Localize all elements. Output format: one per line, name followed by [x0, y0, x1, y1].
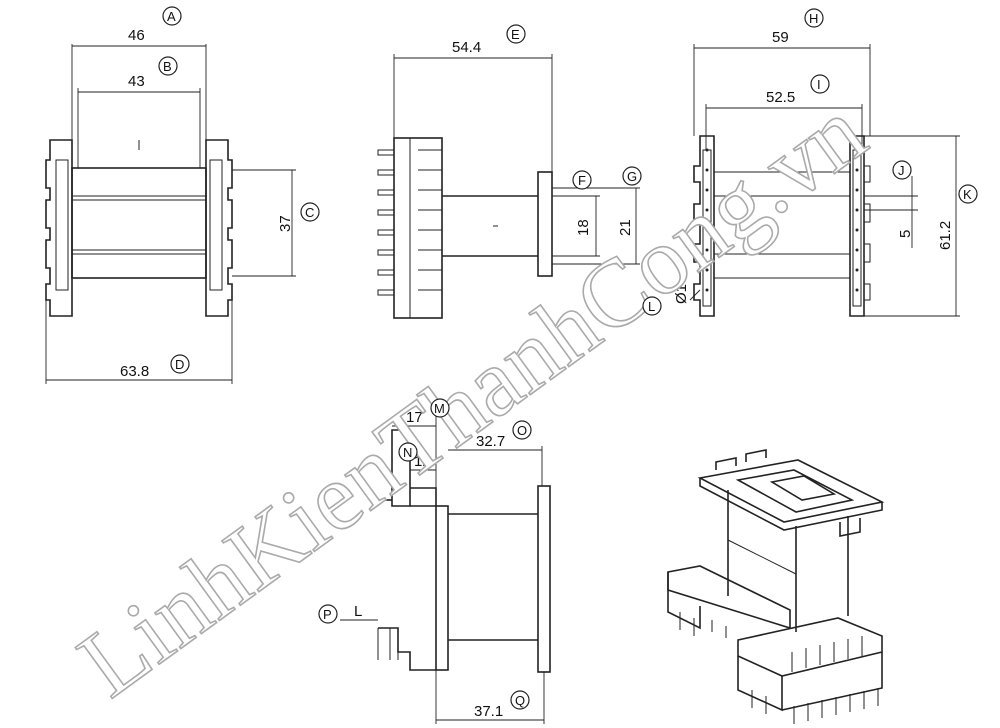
dimension-i: 52.5 [705, 89, 863, 150]
callout-q: Q [510, 690, 530, 710]
dimension-e: 54.4 [393, 39, 553, 172]
callout-p: P [318, 604, 338, 624]
side-pins [377, 149, 395, 296]
front-right-flange [205, 139, 233, 317]
bottom-flange [537, 485, 551, 673]
dimension-g-value: 21 [617, 219, 634, 236]
callout-f-letter: F [578, 173, 586, 188]
dimension-d-value: 63.8 [120, 363, 149, 380]
side-right-flange [537, 171, 553, 277]
callout-a-letter: A [167, 9, 176, 24]
callout-p-letter: P [323, 607, 332, 622]
callout-j-letter: J [898, 163, 905, 178]
callout-l: L [642, 296, 662, 316]
front-view [45, 139, 233, 317]
bottom-top-step [410, 487, 437, 507]
dimension-k: 61.2 [864, 135, 960, 317]
callout-c: C [300, 202, 320, 222]
dimension-f-value: 18 [575, 219, 592, 236]
dimension-p-value: L [354, 603, 362, 620]
callout-g: G [622, 166, 642, 186]
dimension-h: 59 [693, 29, 871, 136]
front-left-flange [45, 139, 73, 317]
pin-dots [705, 148, 859, 292]
iso-pins [679, 612, 879, 724]
callout-m: M [430, 398, 450, 418]
dimension-i-value: 52.5 [766, 89, 795, 106]
dimension-m: 17 [392, 409, 437, 488]
pin-side-view [693, 135, 871, 317]
callout-h-letter: H [809, 11, 818, 26]
dimension-o: 32.7 [448, 433, 543, 486]
dimension-q-value: 37.1 [474, 703, 503, 720]
dimension-m-value: 17 [406, 409, 423, 426]
callout-h: H [804, 8, 824, 28]
callout-j: J [892, 160, 912, 180]
callout-b: B [158, 56, 178, 76]
isometric-view [667, 449, 885, 724]
callout-b-letter: B [163, 59, 172, 74]
callout-q-letter: Q [515, 693, 525, 708]
callout-o: O [512, 420, 532, 440]
dimension-p: L [340, 603, 378, 621]
side-pin-header [393, 137, 443, 319]
dimension-h-value: 59 [772, 29, 789, 46]
dimension-d: 63.8 [45, 300, 233, 384]
pin-side-left-flange [693, 135, 715, 317]
callout-k-letter: K [963, 187, 972, 202]
dimension-l: Ø1 [673, 284, 701, 304]
dimension-k-value: 61.2 [937, 221, 954, 250]
dimension-c-value: 37 [277, 215, 294, 232]
watermark-text: LinhKienThanhCong.vn [59, 77, 883, 717]
iso-left-header [667, 565, 791, 630]
bottom-body [435, 505, 449, 671]
bottom-side-view [377, 429, 551, 673]
callout-c-letter: C [305, 205, 314, 220]
callout-e-letter: E [511, 27, 520, 42]
dimension-f: 18 [552, 195, 600, 257]
callout-d: D [170, 354, 190, 374]
callout-l-letter: L [648, 299, 655, 314]
callout-g-letter: G [627, 169, 637, 184]
callout-d-letter: D [175, 357, 184, 372]
dimension-n: 12 [410, 453, 436, 471]
bottom-pin-step [378, 627, 436, 671]
iso-pin-header [737, 617, 883, 677]
callout-n-letter: N [403, 445, 412, 460]
front-core-body [71, 167, 207, 279]
callout-i: I [810, 74, 830, 94]
callout-k: K [958, 184, 978, 204]
callout-f: F [572, 170, 592, 190]
callout-o-letter: O [517, 423, 527, 438]
dimension-a-value: 46 [128, 27, 145, 44]
dimension-n-value: 12 [414, 453, 431, 470]
dimension-o-value: 32.7 [476, 433, 505, 450]
callout-e: E [506, 24, 526, 44]
dimension-b: 43 [77, 73, 201, 168]
dimension-a: 46 [71, 27, 207, 140]
callout-i-letter: I [817, 77, 821, 92]
dimension-g: 21 [552, 187, 640, 265]
callout-n: N [398, 442, 418, 462]
dimension-c: 37 [232, 169, 296, 277]
dimension-q: 37.1 [435, 670, 545, 724]
callout-a: A [162, 6, 182, 26]
dimension-b-value: 43 [128, 73, 145, 90]
dimension-l-value: Ø1 [673, 284, 690, 304]
dimension-j-value: 5 [897, 230, 914, 238]
dimension-j: 5 [864, 176, 918, 248]
callout-m-letter: M [434, 401, 445, 416]
dimension-e-value: 54.4 [452, 39, 481, 56]
side-view [377, 137, 553, 319]
